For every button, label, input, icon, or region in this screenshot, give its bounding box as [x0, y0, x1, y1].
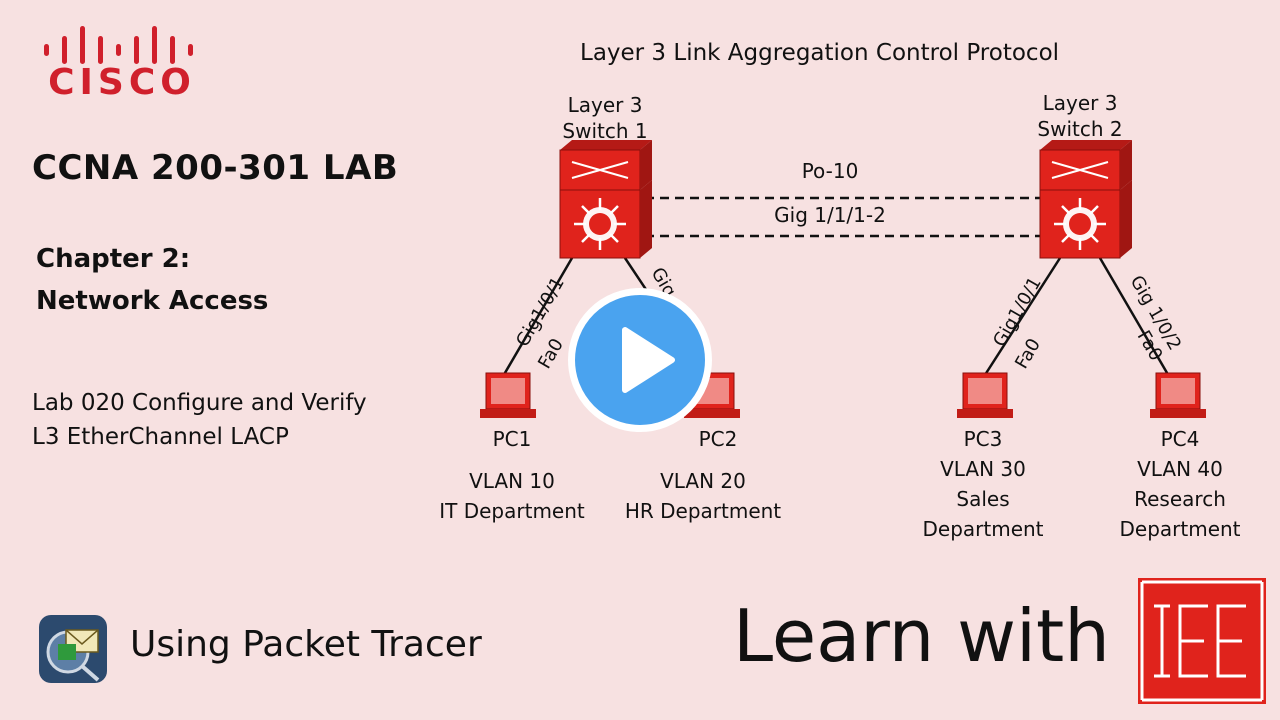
play-icon [622, 327, 675, 393]
pc2-vlan: VLAN 20 [660, 469, 746, 493]
pc1-icon [480, 372, 536, 418]
pc1-switch-port-label: Gig1/0/1 [512, 273, 569, 350]
switch1-label-line2: Switch 1 [562, 119, 648, 143]
pc3-fa-port-label: Fa0 [1011, 335, 1045, 373]
pc4-department-line2: Department [1119, 517, 1241, 541]
port-channel-label: Po-10 [802, 159, 859, 183]
pc4-name: PC4 [1160, 427, 1200, 451]
chapter-name: Network Access [36, 286, 269, 316]
switch1-icon [559, 140, 652, 259]
packet-tracer-label: Using Packet Tracer [130, 624, 482, 665]
iee-logo-mark [1140, 580, 1264, 702]
pc3-vlan: VLAN 30 [940, 457, 1026, 481]
switch2-icon [1039, 140, 1132, 259]
diagram-title: Layer 3 Link Aggregation Control Protoco… [580, 40, 1060, 66]
interfaces-label: Gig 1/1/1-2 [774, 203, 886, 227]
switch2-label: Layer 3 Switch 2 [1015, 88, 1145, 144]
pc3-department-line1: Sales [956, 487, 1010, 511]
switch1-label: Layer 3 Switch 1 [540, 90, 670, 146]
lab-description-line2: L3 EtherChannel LACP [32, 424, 289, 450]
pc3-name: PC3 [963, 427, 1003, 451]
pc2-label: PC2 VLAN 20 HR Department [618, 424, 788, 526]
chapter-number: Chapter 2: [36, 244, 191, 274]
pc4-label: PC4 VLAN 40 Research Department [1105, 424, 1255, 544]
pc3-department-line2: Department [922, 517, 1044, 541]
pc3-switch-port-label: Gig1/0/1 [989, 273, 1046, 350]
play-button[interactable] [568, 288, 712, 432]
pc1-label: PC1 VLAN 10 IT Department [432, 424, 592, 526]
pc2-name: PC2 [698, 427, 738, 451]
pc3-icon [957, 372, 1013, 418]
link-switch1-pc1 [500, 257, 574, 379]
pc1-vlan: VLAN 10 [469, 469, 555, 493]
pc4-vlan: VLAN 40 [1137, 457, 1223, 481]
cisco-wordmark: CISCO [48, 62, 196, 103]
pc3-label: PC3 VLAN 30 Sales Department [908, 424, 1058, 544]
switch1-label-line1: Layer 3 [567, 93, 643, 117]
iee-logo [1138, 578, 1266, 704]
pc1-department: IT Department [439, 499, 585, 523]
switch2-label-line1: Layer 3 [1042, 91, 1118, 115]
pc4-icon [1150, 372, 1206, 418]
pc2-department: HR Department [624, 499, 782, 523]
link-switch2-pc3 [981, 257, 1062, 379]
packet-tracer-icon [39, 615, 107, 683]
pc4-department-line1: Research [1134, 487, 1226, 511]
lab-description-line1: Lab 020 Configure and Verify [32, 390, 367, 416]
pc1-name: PC1 [492, 427, 532, 451]
link-switch2-pc4 [1098, 257, 1172, 379]
lab-description: Lab 020 Configure and Verify L3 EtherCha… [32, 386, 367, 454]
cisco-logo [44, 26, 193, 64]
pc1-fa-port-label: Fa0 [534, 335, 568, 373]
lab-title: CCNA 200-301 LAB [32, 148, 399, 188]
switch2-label-line2: Switch 2 [1037, 117, 1123, 141]
learn-with-text: Learn with [733, 594, 1110, 678]
chapter-heading: Chapter 2: Network Access [36, 238, 268, 322]
